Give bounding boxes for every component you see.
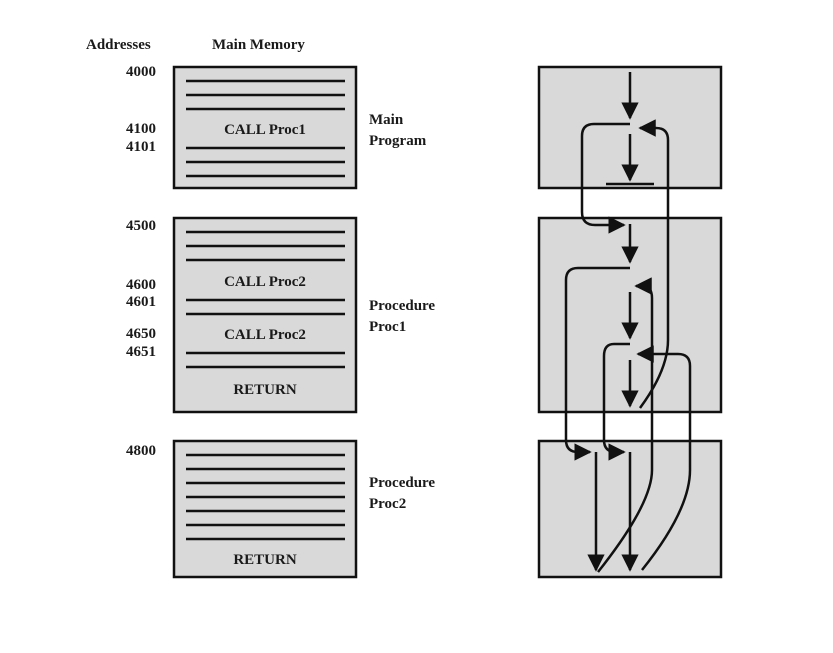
proc2-instruction-lines — [186, 453, 345, 541]
address-4600: 4600 — [126, 277, 156, 293]
label-proc1-line2: Proc1 — [369, 319, 407, 335]
label-proc2-line1: Procedure — [369, 475, 436, 491]
instruction-return-proc1: RETURN — [233, 382, 297, 398]
return-proc2-second-path — [636, 345, 692, 571]
main-memory-header: Main Memory — [212, 37, 305, 53]
main-program-memory-box — [172, 65, 358, 190]
label-main-line1: Main — [369, 112, 404, 128]
address-4101: 4101 — [126, 139, 156, 155]
label-main-line2: Program — [369, 133, 427, 149]
instruction-call-proc2-first: CALL Proc2 — [224, 274, 306, 290]
return-proc1-path — [638, 119, 670, 409]
instruction-return-proc2: RETURN — [233, 552, 297, 568]
proc2-memory-box — [172, 439, 358, 579]
return-proc2-first-path — [597, 277, 654, 573]
label-proc2-line2: Proc2 — [369, 496, 407, 512]
address-4800: 4800 — [126, 443, 156, 459]
main-program-instruction-lines — [186, 79, 345, 178]
addresses-header: Addresses — [86, 37, 151, 53]
call-proc1-path — [580, 122, 630, 234]
proc1-instruction-lines — [186, 230, 345, 369]
label-proc1-line1: Procedure — [369, 298, 436, 314]
address-4500: 4500 — [126, 218, 156, 234]
address-4601: 4601 — [126, 294, 156, 310]
address-4650: 4650 — [126, 326, 156, 342]
call-proc2-first-path — [564, 266, 630, 461]
address-4651: 4651 — [126, 344, 156, 360]
instruction-call-proc1: CALL Proc1 — [224, 122, 306, 138]
address-4100: 4100 — [126, 121, 156, 137]
call-proc2-second-path — [602, 342, 630, 461]
instruction-call-proc2-second: CALL Proc2 — [224, 327, 306, 343]
address-4000: 4000 — [126, 64, 156, 80]
